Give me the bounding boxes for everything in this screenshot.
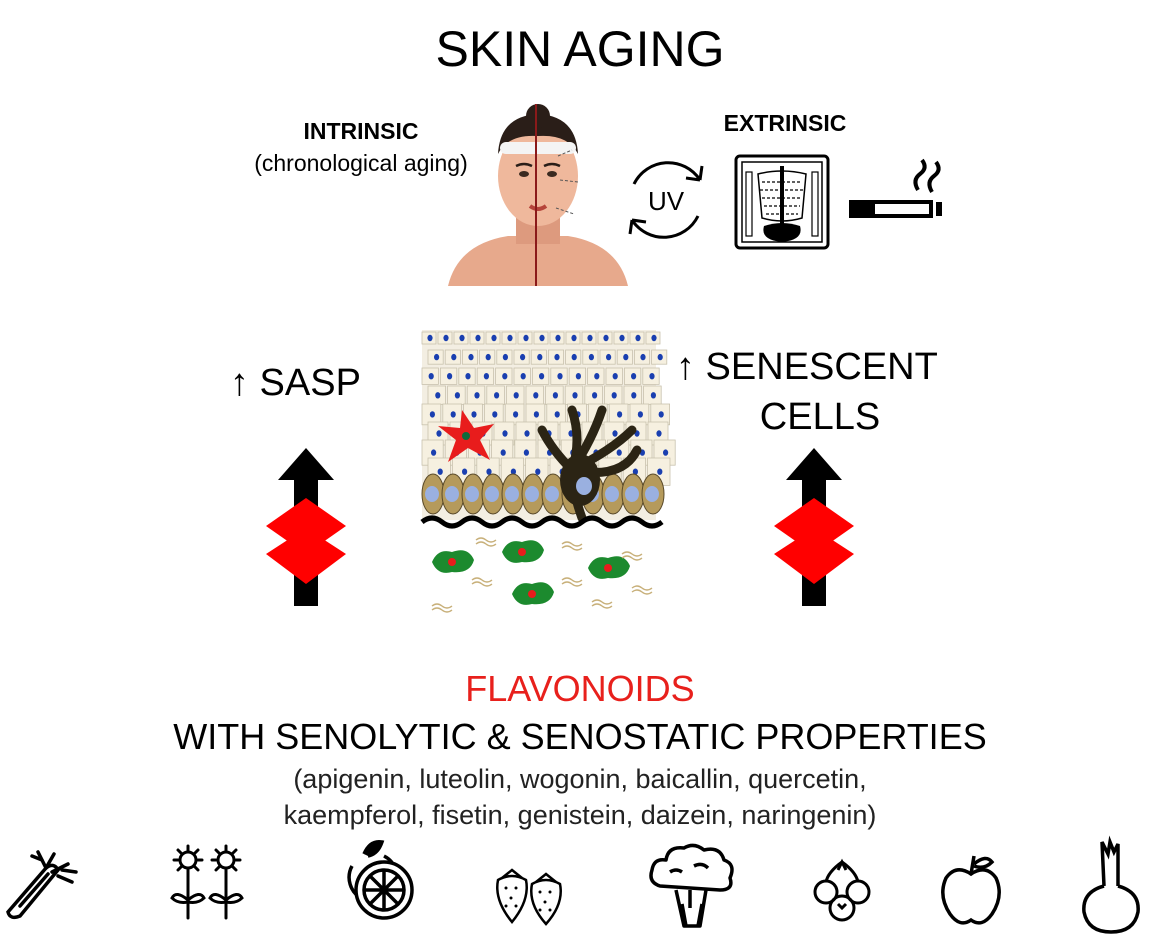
orange-icon: [347, 840, 414, 920]
extrinsic-label: EXTRINSIC: [723, 110, 847, 136]
flavonoids-subheading: WITH SENOLYTIC & SENOSTATIC PROPERTIES: [173, 716, 987, 757]
sasp-blocked-arrow: [266, 448, 346, 606]
uv-cycle-icon: UV: [628, 161, 704, 239]
broccoli-icon: [649, 843, 734, 928]
onion-icon: [1082, 835, 1140, 934]
compounds-line-1: (apigenin, luteolin, wogonin, baicallin,…: [293, 764, 867, 794]
cigarette-icon: [849, 158, 942, 218]
compounds-line-2: kaempferol, fisetin, genistein, daizein,…: [283, 800, 877, 830]
berries-icon: [813, 858, 871, 922]
xray-icon: [734, 154, 830, 250]
uv-label: UV: [648, 186, 685, 216]
intrinsic-sublabel: (chronological aging): [254, 150, 468, 176]
flavonoids-heading: FLAVONOIDS: [465, 668, 695, 709]
diagram-title: SKIN AGING: [435, 21, 725, 77]
sasp-label: ↑ SASP: [230, 362, 361, 404]
senescent-blocked-arrow: [774, 448, 854, 606]
intrinsic-label: INTRINSIC: [303, 118, 419, 144]
apple-icon: [941, 855, 1001, 925]
celery-icon: [6, 850, 78, 920]
strawberries-icon: [496, 868, 562, 926]
face-icon: [448, 104, 628, 286]
senescent-label-line2: CELLS: [759, 396, 881, 438]
skin-layer-illustration: [420, 330, 676, 613]
flowers-icon: [170, 844, 244, 920]
senescent-label-line1: ↑ SENESCENT: [676, 346, 938, 388]
